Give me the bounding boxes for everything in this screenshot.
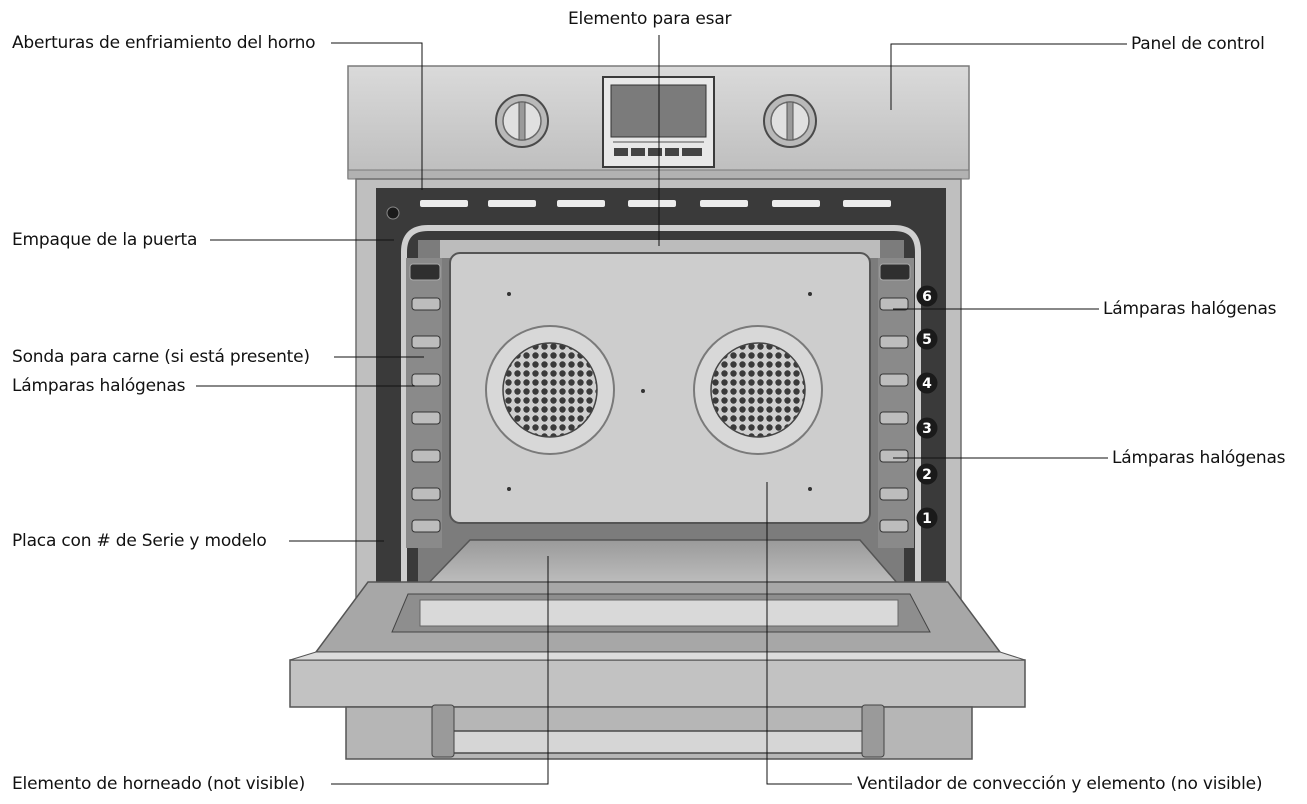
cooling-vent-slots: [386, 200, 891, 220]
rack-position-number: 4: [922, 376, 932, 392]
label-halogen-left: Lámparas halógenas: [12, 376, 186, 396]
leader-convection-fan: [766, 482, 852, 785]
rack-position-badge: 3: [916, 417, 938, 439]
rack-position-badge: 5: [916, 328, 938, 350]
label-door-gasket: Empaque de la puerta: [12, 230, 198, 250]
rack-position-badge: 4: [916, 372, 938, 394]
rack-position-number: 3: [922, 421, 932, 437]
left-convection-fan: [485, 325, 615, 455]
label-cooling-vents: Aberturas de enfriamiento del horno: [12, 33, 316, 53]
label-broil-element: Elemento para esar: [568, 9, 732, 29]
label-halogen-mid-right: Lámparas halógenas: [1112, 448, 1286, 468]
rack-position-number: 5: [922, 332, 932, 348]
right-knob: [763, 94, 817, 148]
rack-position-number: 2: [922, 467, 932, 483]
leader-control-panel: [890, 43, 1127, 110]
right-convection-fan: [693, 325, 823, 455]
leader-bake-element: [331, 556, 549, 785]
rack-position-badge: 2: [916, 463, 938, 485]
rack-position-badge: 6: [916, 285, 938, 307]
rack-position-number: 1: [922, 511, 932, 527]
right-rack-supports: [878, 258, 914, 548]
label-meat-probe: Sonda para carne (si está presente): [12, 347, 310, 367]
leader-cooling-vents: [331, 42, 423, 190]
label-control-panel: Panel de control: [1131, 34, 1265, 54]
left-rack-supports: [406, 258, 442, 548]
back-panel: [449, 252, 871, 524]
left-knob: [495, 94, 549, 148]
label-halogen-top-right: Lámparas halógenas: [1103, 299, 1277, 319]
rack-position-badges: 6 5 4 3 2 1: [916, 285, 938, 529]
label-serial-plate: Placa con # de Serie y modelo: [12, 531, 267, 551]
label-bake-element: Elemento de horneado (not visible): [12, 774, 305, 794]
leader-lines: [196, 35, 1127, 785]
rack-position-badge: 1: [916, 507, 938, 529]
label-convection-fan: Ventilador de convección y elemento (no …: [857, 774, 1263, 794]
door-gasket: [401, 225, 921, 590]
rack-position-number: 6: [922, 289, 932, 305]
